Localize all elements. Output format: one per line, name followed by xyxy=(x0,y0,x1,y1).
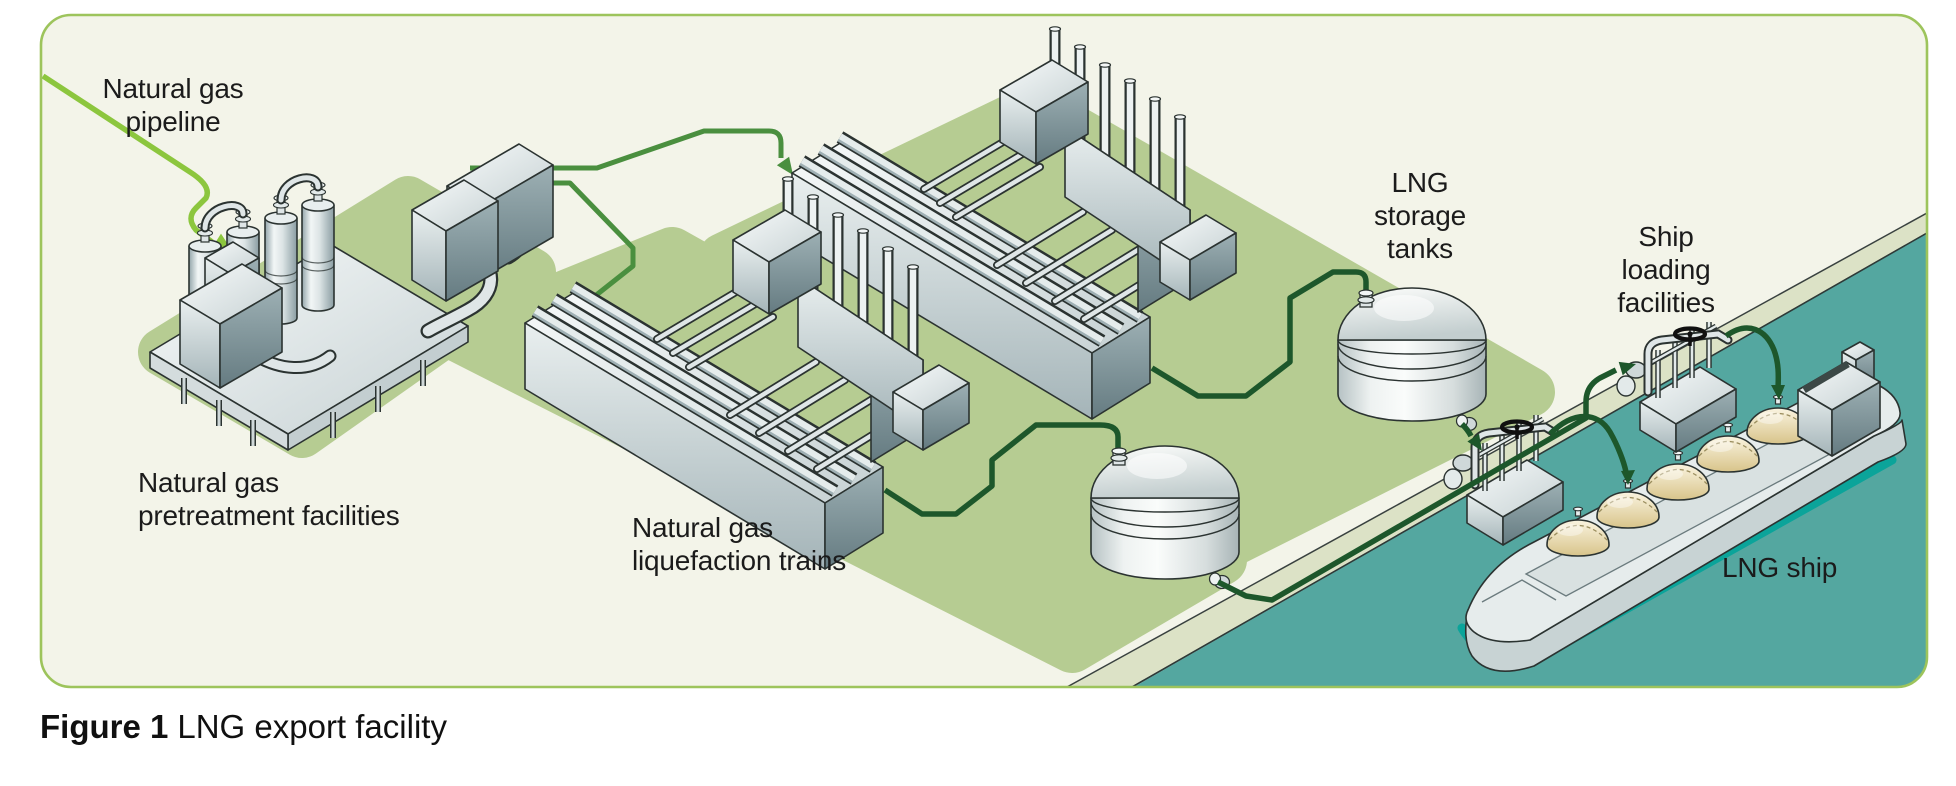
label-lng-storage-tanks: LNG storage tanks xyxy=(1374,167,1466,264)
label-lng-ship: LNG ship xyxy=(1722,552,1838,583)
ship-superstructure xyxy=(1797,341,1881,457)
lng-pipes-to-tanks xyxy=(883,269,1369,517)
lng-ship xyxy=(1457,341,1907,672)
lng-storage-tank-2 xyxy=(1090,445,1240,590)
pretreatment-column xyxy=(301,181,335,312)
figure-caption-text: LNG export facility xyxy=(177,708,447,745)
label-natural-gas-pipeline: Natural gas pipeline xyxy=(102,73,244,137)
lng-pipes-to-ship xyxy=(1216,325,1785,603)
label-pretreatment-facilities: Natural gas pretreatment facilities xyxy=(138,467,400,531)
label-ship-loading-facilities: Ship loading facilities xyxy=(1617,221,1715,318)
panel-border xyxy=(39,13,1929,689)
label-liquefaction-trains: Natural gas liquefaction trains xyxy=(632,512,847,576)
figure-caption-number: Figure 1 xyxy=(40,708,169,745)
lng-storage-tank-1 xyxy=(1337,287,1487,432)
pretreatment-facility xyxy=(149,143,554,451)
